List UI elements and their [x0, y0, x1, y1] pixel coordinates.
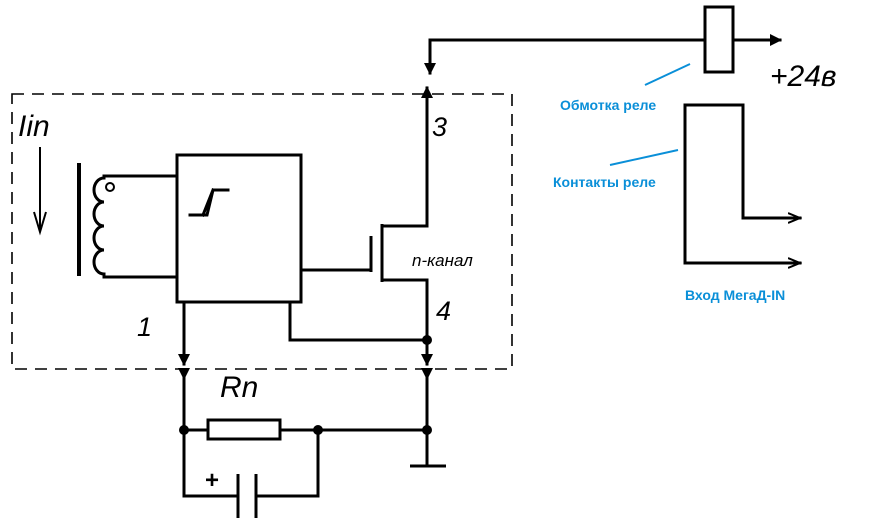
pin3-label: 3: [432, 112, 447, 142]
relay-contacts-note: Контакты реле: [553, 174, 656, 190]
source-return-wire: [288, 300, 429, 342]
n-channel-mosfet: [369, 88, 429, 342]
hysteresis-icon: [188, 188, 230, 217]
current-label: Iin: [18, 110, 50, 143]
megad-input-note: Вход МегаД-IN: [685, 287, 785, 303]
supply-wire-left: [428, 38, 707, 74]
comparator-block: [175, 153, 303, 304]
contacts-leader: [609, 149, 679, 166]
pin1-label: 1: [137, 312, 152, 342]
current-arrow: [33, 147, 47, 236]
relay-coil: [703, 5, 735, 74]
current-transformer: [77, 163, 179, 279]
polarity-dot: [105, 182, 115, 192]
relay-contacts: [683, 103, 800, 263]
external-network: [178, 368, 446, 518]
relay-coil-note: Обмотка реле: [560, 97, 656, 113]
coil-leader: [644, 63, 691, 86]
source-node: [422, 335, 432, 345]
module-boundary: [11, 93, 513, 370]
pin4-label: 4: [436, 296, 451, 326]
supply-label: +24в: [770, 60, 837, 93]
channel-label: n-канал: [412, 251, 473, 270]
resistor-label: Rn: [220, 371, 258, 404]
capacitor-plus-label: +: [205, 467, 219, 494]
load-resistor: [206, 418, 282, 441]
